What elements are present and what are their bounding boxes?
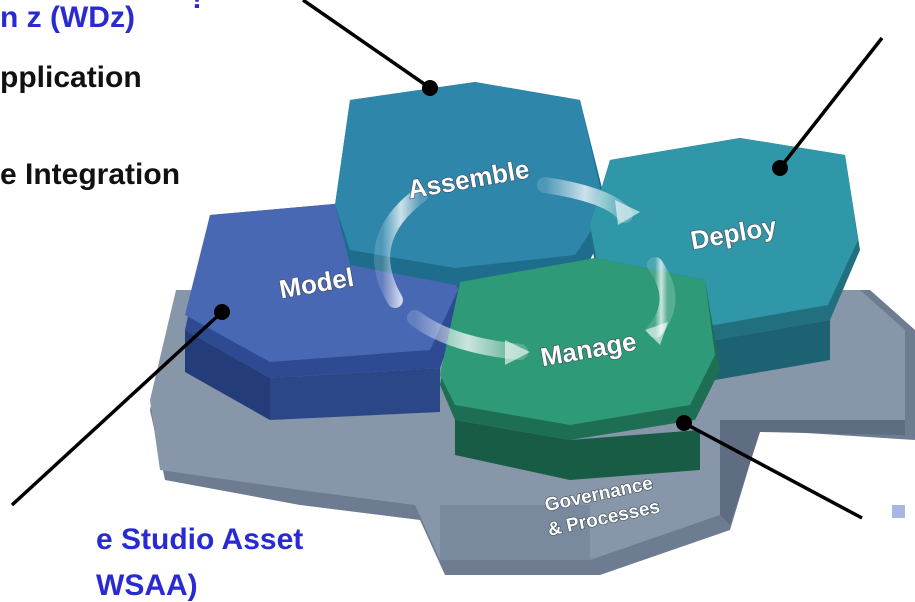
callout-line-deploy <box>778 36 884 170</box>
wdz-text: n z (WDz) <box>0 1 135 34</box>
callout-dot-assemble <box>422 80 438 96</box>
wdz-label: n z (WDz) <box>0 3 135 33</box>
callout-dot-deploy <box>772 160 788 176</box>
callout-line-manage <box>683 421 863 520</box>
bullet-square <box>892 505 905 518</box>
callout-line-assemble <box>302 0 431 90</box>
callout-dot-manage <box>676 415 692 431</box>
callout-lines <box>10 0 884 520</box>
wsaa-label-line1: e Studio Asset <box>96 523 304 556</box>
callout-line-model <box>10 310 224 507</box>
application-label: pplication <box>0 61 142 94</box>
integration-label: e Integration <box>0 158 181 191</box>
callout-dot-model <box>214 304 230 320</box>
wdz-tick: ! <box>192 0 202 14</box>
callout-dots <box>214 80 788 431</box>
arrow-heads <box>505 200 668 365</box>
manage-hexagon <box>440 258 720 480</box>
